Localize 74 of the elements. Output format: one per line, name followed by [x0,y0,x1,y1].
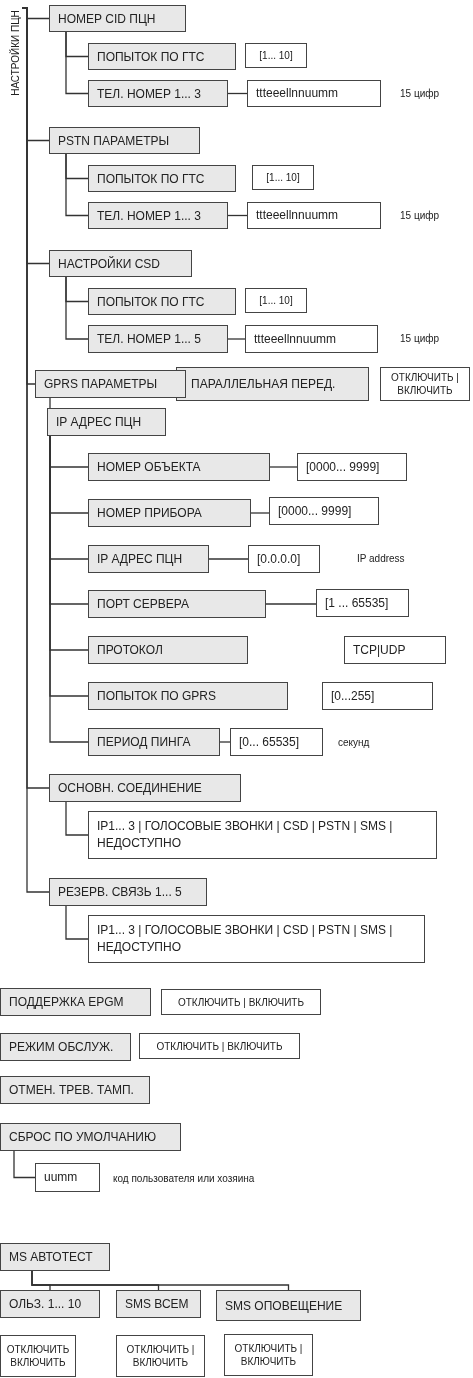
connector-line [49,397,51,409]
value-box: [0000... 9999] [269,497,379,525]
value-box: [0...255] [322,682,433,710]
menu-box: IP АДРЕС ПЦН [88,545,209,573]
connector-line [227,338,246,340]
menu-box: ПОРТ СЕРВЕРА [88,590,266,618]
menu-box: ТЕЛ. НОМЕР 1... 3 [88,80,228,107]
menu-box: ПОДДЕРЖКА EPGM [0,988,151,1016]
menu-box: SMS ВСЕМ [116,1290,201,1318]
menu-box: ОСНОВН. СОЕДИНЕНИЕ [49,774,241,802]
menu-box: ТЕЛ. НОМЕР 1... 5 [88,325,228,353]
menu-box: ПАРАЛЛЕЛЬНАЯ ПЕРЕД. [176,367,369,401]
vertical-label: НАСТРОЙКИ ПЦН [8,0,22,105]
note-text: 15 цифр [400,331,439,346]
menu-box: ПРОТОКОЛ [88,636,248,664]
menu-box: ПЕРИОД ПИНГА [88,728,220,756]
menu-box: SMS ОПОВЕЩЕНИЕ [216,1290,361,1321]
value-box: ttteeellnnuumm [247,202,381,229]
value-box: [1 ... 65535] [316,589,409,617]
value-box: [0000... 9999] [297,453,407,481]
connector-line [227,92,248,95]
connector-line [13,1150,36,1179]
value-box: ОТКЛЮЧИТЬ | ВКЛЮЧИТЬ [161,989,321,1015]
connector-line [269,466,298,468]
value-box: ОТКЛЮЧИТЬ | ВКЛЮЧИТЬ [139,1033,300,1059]
connector-line [65,905,89,940]
connector-line [265,603,317,605]
menu-box: ОЛЬЗ. 1... 10 [0,1290,100,1318]
connector-line [227,214,248,217]
menu-box: ТЕЛ. НОМЕР 1... 3 [88,202,228,229]
note-text: секунд [338,735,370,750]
note-text: 15 цифр [400,208,439,223]
value-box: [1... 10] [252,165,314,190]
connector-line [65,31,89,95]
menu-box: ПОПЫТОК ПО ГТС [88,288,236,315]
value-box: [0.0.0.0] [248,545,320,573]
note-text: 15 цифр [400,86,439,101]
menu-box: СБРОС ПО УМОЛЧАНИЮ [0,1123,181,1151]
menu-box: MS АВТОТЕСТ [0,1243,110,1271]
value-box: TCP|UDP [344,636,446,664]
menu-box: PSTN ПАРАМЕТРЫ [49,127,200,154]
menu-box: РЕЗЕРВ. СВЯЗЬ 1... 5 [49,878,207,906]
connector-line [65,276,89,340]
value-box: [1... 10] [245,288,307,313]
connector-line [250,512,270,514]
value-box: uumm [35,1163,100,1192]
connector-line [219,741,231,743]
value-box: IP1... 3 | ГОЛОСОВЫЕ ЗВОНКИ | CSD | PSTN | SMS | НЕДОСТУПНО [88,811,437,859]
value-box: IP1... 3 | ГОЛОСОВЫЕ ЗВОНКИ | CSD | PSTN | SMS | НЕДОСТУПНО [88,915,425,963]
value-box: [1... 10] [245,43,307,68]
connector-line [31,1270,290,1291]
connector-line [65,801,89,836]
menu-box: ПОПЫТОК ПО ГТС [88,43,236,70]
note-text: код пользователя или хозяина [113,1171,255,1186]
value-box: ОТКЛЮЧИТЬ | ВКЛЮЧИТЬ [116,1335,205,1377]
value-box: ttteeellnnuumm [247,80,381,107]
menu-box: НОМЕР ПРИБОРА [88,499,251,527]
menu-box: РЕЖИМ ОБСЛУЖ. [0,1033,131,1061]
menu-box: НОМЕР ОБЪЕКТА [88,453,270,481]
value-box: ttteeellnnuumm [245,325,378,353]
connector-line [208,558,249,560]
menu-box: НАСТРОЙКИ CSD [49,250,192,277]
menu-box: ПОПЫТОК ПО ГТС [88,165,236,192]
menu-box: IP АДРЕС ПЦН [47,408,166,436]
value-box: ОТКЛЮЧИТЬ | ВКЛЮЧИТЬ [224,1334,313,1376]
menu-box: НОМЕР CID ПЦН [49,5,186,32]
value-box: [0... 65535] [230,728,323,756]
connector-line [65,153,89,217]
value-box: ОТКЛЮЧИТЬ | ВКЛЮЧИТЬ [380,367,470,401]
menu-box: GPRS ПАРАМЕТРЫ [35,370,186,398]
value-box: ОТКЛЮЧИТЬ ВКЛЮЧИТЬ [0,1335,76,1377]
note-text: IP address [357,551,405,566]
menu-box: ПОПЫТОК ПО GPRS [88,682,288,710]
menu-box: ОТМЕН. ТРЕВ. ТАМП. [0,1076,150,1104]
